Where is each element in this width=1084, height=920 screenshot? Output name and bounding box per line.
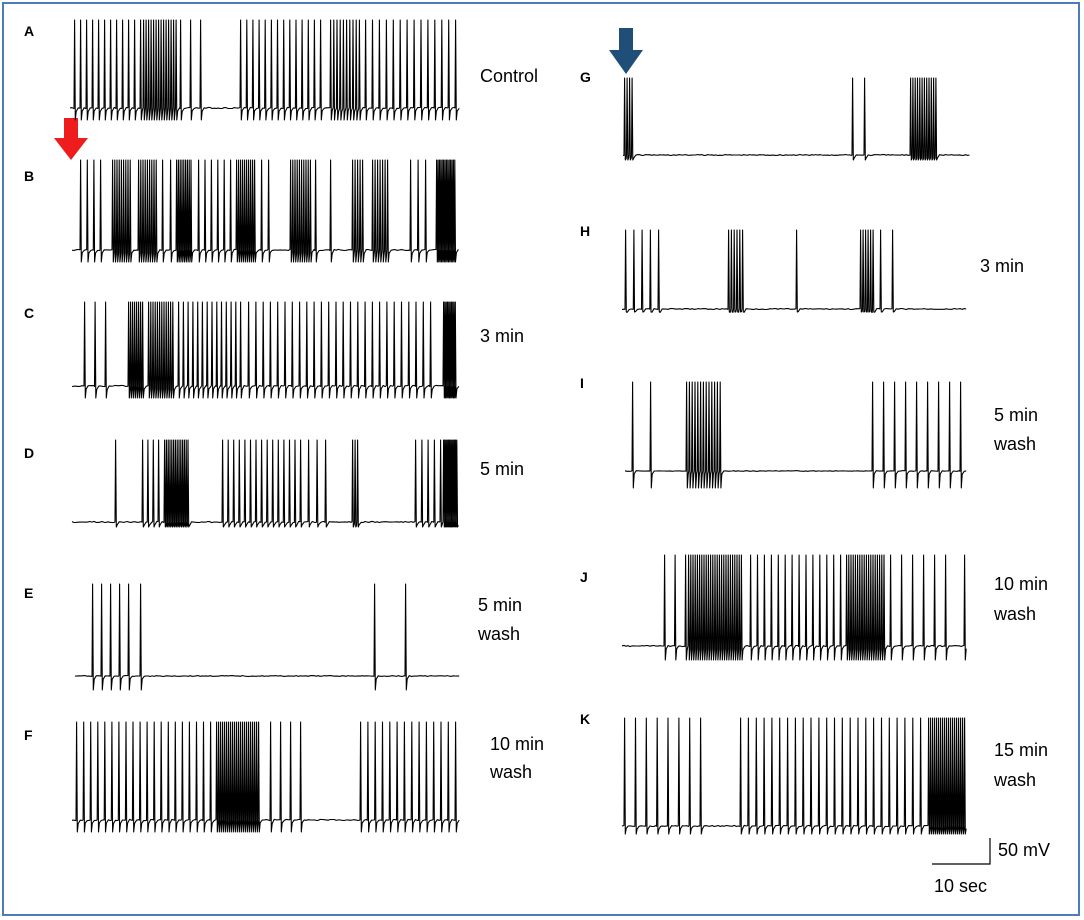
red-arrow-icon <box>54 118 88 160</box>
condition-label-h: 3 min <box>980 256 1024 276</box>
condition-label-i: 5 min <box>994 405 1038 425</box>
panel-letter-g: G <box>580 69 591 85</box>
condition-label-k-line2: wash <box>993 770 1036 790</box>
scale-bar <box>932 838 991 865</box>
condition-label-e: 5 min <box>478 595 522 615</box>
voltage-trace-h <box>621 229 967 313</box>
condition-label-c: 3 min <box>480 326 524 346</box>
voltage-trace-g <box>622 77 970 161</box>
condition-label-i-line2: wash <box>993 434 1036 454</box>
condition-label-f: 10 min <box>490 734 544 754</box>
condition-label-a: Control <box>480 66 538 86</box>
panel-letter-b: B <box>24 168 34 184</box>
voltage-trace-b <box>71 159 459 263</box>
panel-letter-e: E <box>24 585 33 601</box>
panel-letter-c: C <box>24 305 34 321</box>
condition-label-j-line2: wash <box>993 604 1036 624</box>
voltage-trace-c <box>71 301 460 399</box>
panel-letter-f: F <box>24 727 33 743</box>
condition-label-e-line2: wash <box>477 624 520 644</box>
voltage-trace-k <box>621 717 967 835</box>
condition-label-k: 15 min <box>994 740 1048 760</box>
condition-label-d: 5 min <box>480 459 524 479</box>
voltage-trace-d <box>71 439 459 528</box>
panel-letter-i: I <box>580 375 584 391</box>
condition-label-f-line2: wash <box>489 762 532 782</box>
blue-arrow-icon <box>609 28 643 74</box>
panel-letter-a: A <box>24 23 34 39</box>
voltage-trace-a <box>69 19 460 121</box>
condition-label-j: 10 min <box>994 574 1048 594</box>
scale-bar-time-label: 10 sec <box>934 876 987 896</box>
panel-letter-d: D <box>24 445 34 461</box>
scale-bar-voltage-label: 50 mV <box>998 840 1050 860</box>
panel-letter-j: J <box>580 569 588 585</box>
voltage-trace-j <box>621 554 967 661</box>
panel-letter-h: H <box>580 223 590 239</box>
voltage-trace-i <box>624 381 967 489</box>
voltage-trace-e <box>74 583 460 691</box>
voltage-trace-f <box>72 721 460 833</box>
panel-letter-k: K <box>580 711 590 727</box>
